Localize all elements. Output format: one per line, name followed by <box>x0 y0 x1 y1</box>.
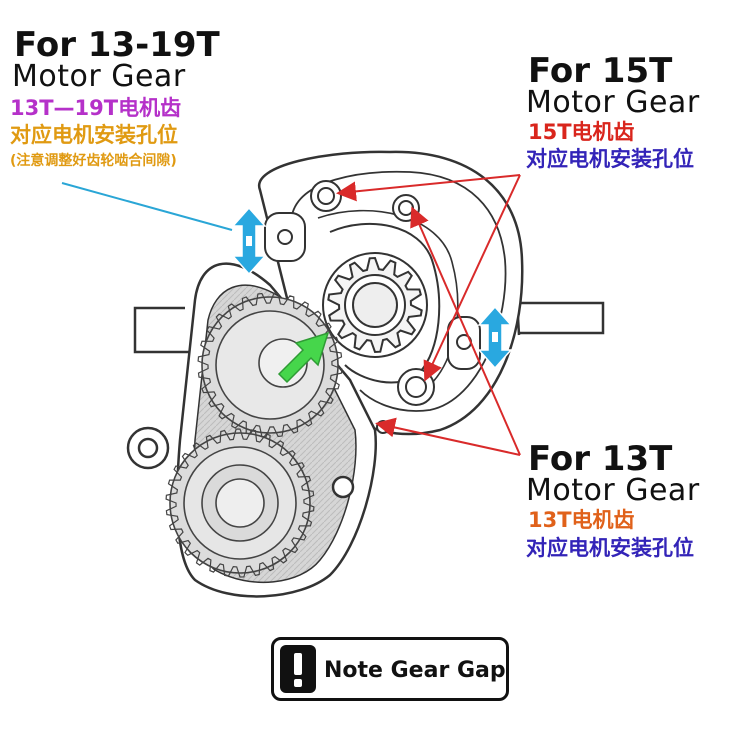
left-cn-line1: 13T—19T电机齿 <box>10 96 182 120</box>
note-gear-gap-badge: Note Gear Gap <box>271 637 509 701</box>
gear-teeth <box>165 292 343 578</box>
left-cn-line2: 对应电机安装孔位 <box>10 123 178 147</box>
mounting-holes <box>264 180 481 434</box>
bottom-right-title: For 13T <box>528 439 673 479</box>
spur-gear-teeth <box>165 428 315 578</box>
top-right-subtitle: Motor Gear <box>526 85 700 120</box>
exclamation-icon <box>280 645 316 693</box>
mount-tabs <box>133 299 605 354</box>
adjust-arrow-left <box>231 206 267 276</box>
green-arrow <box>277 331 330 384</box>
leader-lines <box>61 174 521 456</box>
bottom-right-cn-line1: 13T电机齿 <box>528 508 635 532</box>
pinion-gear <box>322 252 428 358</box>
spur-gear-teeth <box>197 292 343 438</box>
left-cn-line3: (注意调整好齿轮啮合间隙) <box>10 153 177 169</box>
spur-gears <box>169 296 339 574</box>
adjust-arrow-right <box>477 305 513 370</box>
left-subtitle: Motor Gear <box>12 59 186 94</box>
note-label: Note Gear Gap <box>324 658 506 683</box>
top-right-cn-line1: 15T电机齿 <box>528 120 635 144</box>
top-right-cn-line2: 对应电机安装孔位 <box>526 147 694 171</box>
bottom-right-cn-line2: 对应电机安装孔位 <box>526 536 694 560</box>
left-title: For 13-19T <box>14 25 220 65</box>
bottom-right-subtitle: Motor Gear <box>526 473 700 508</box>
top-right-title: For 15T <box>528 51 673 91</box>
